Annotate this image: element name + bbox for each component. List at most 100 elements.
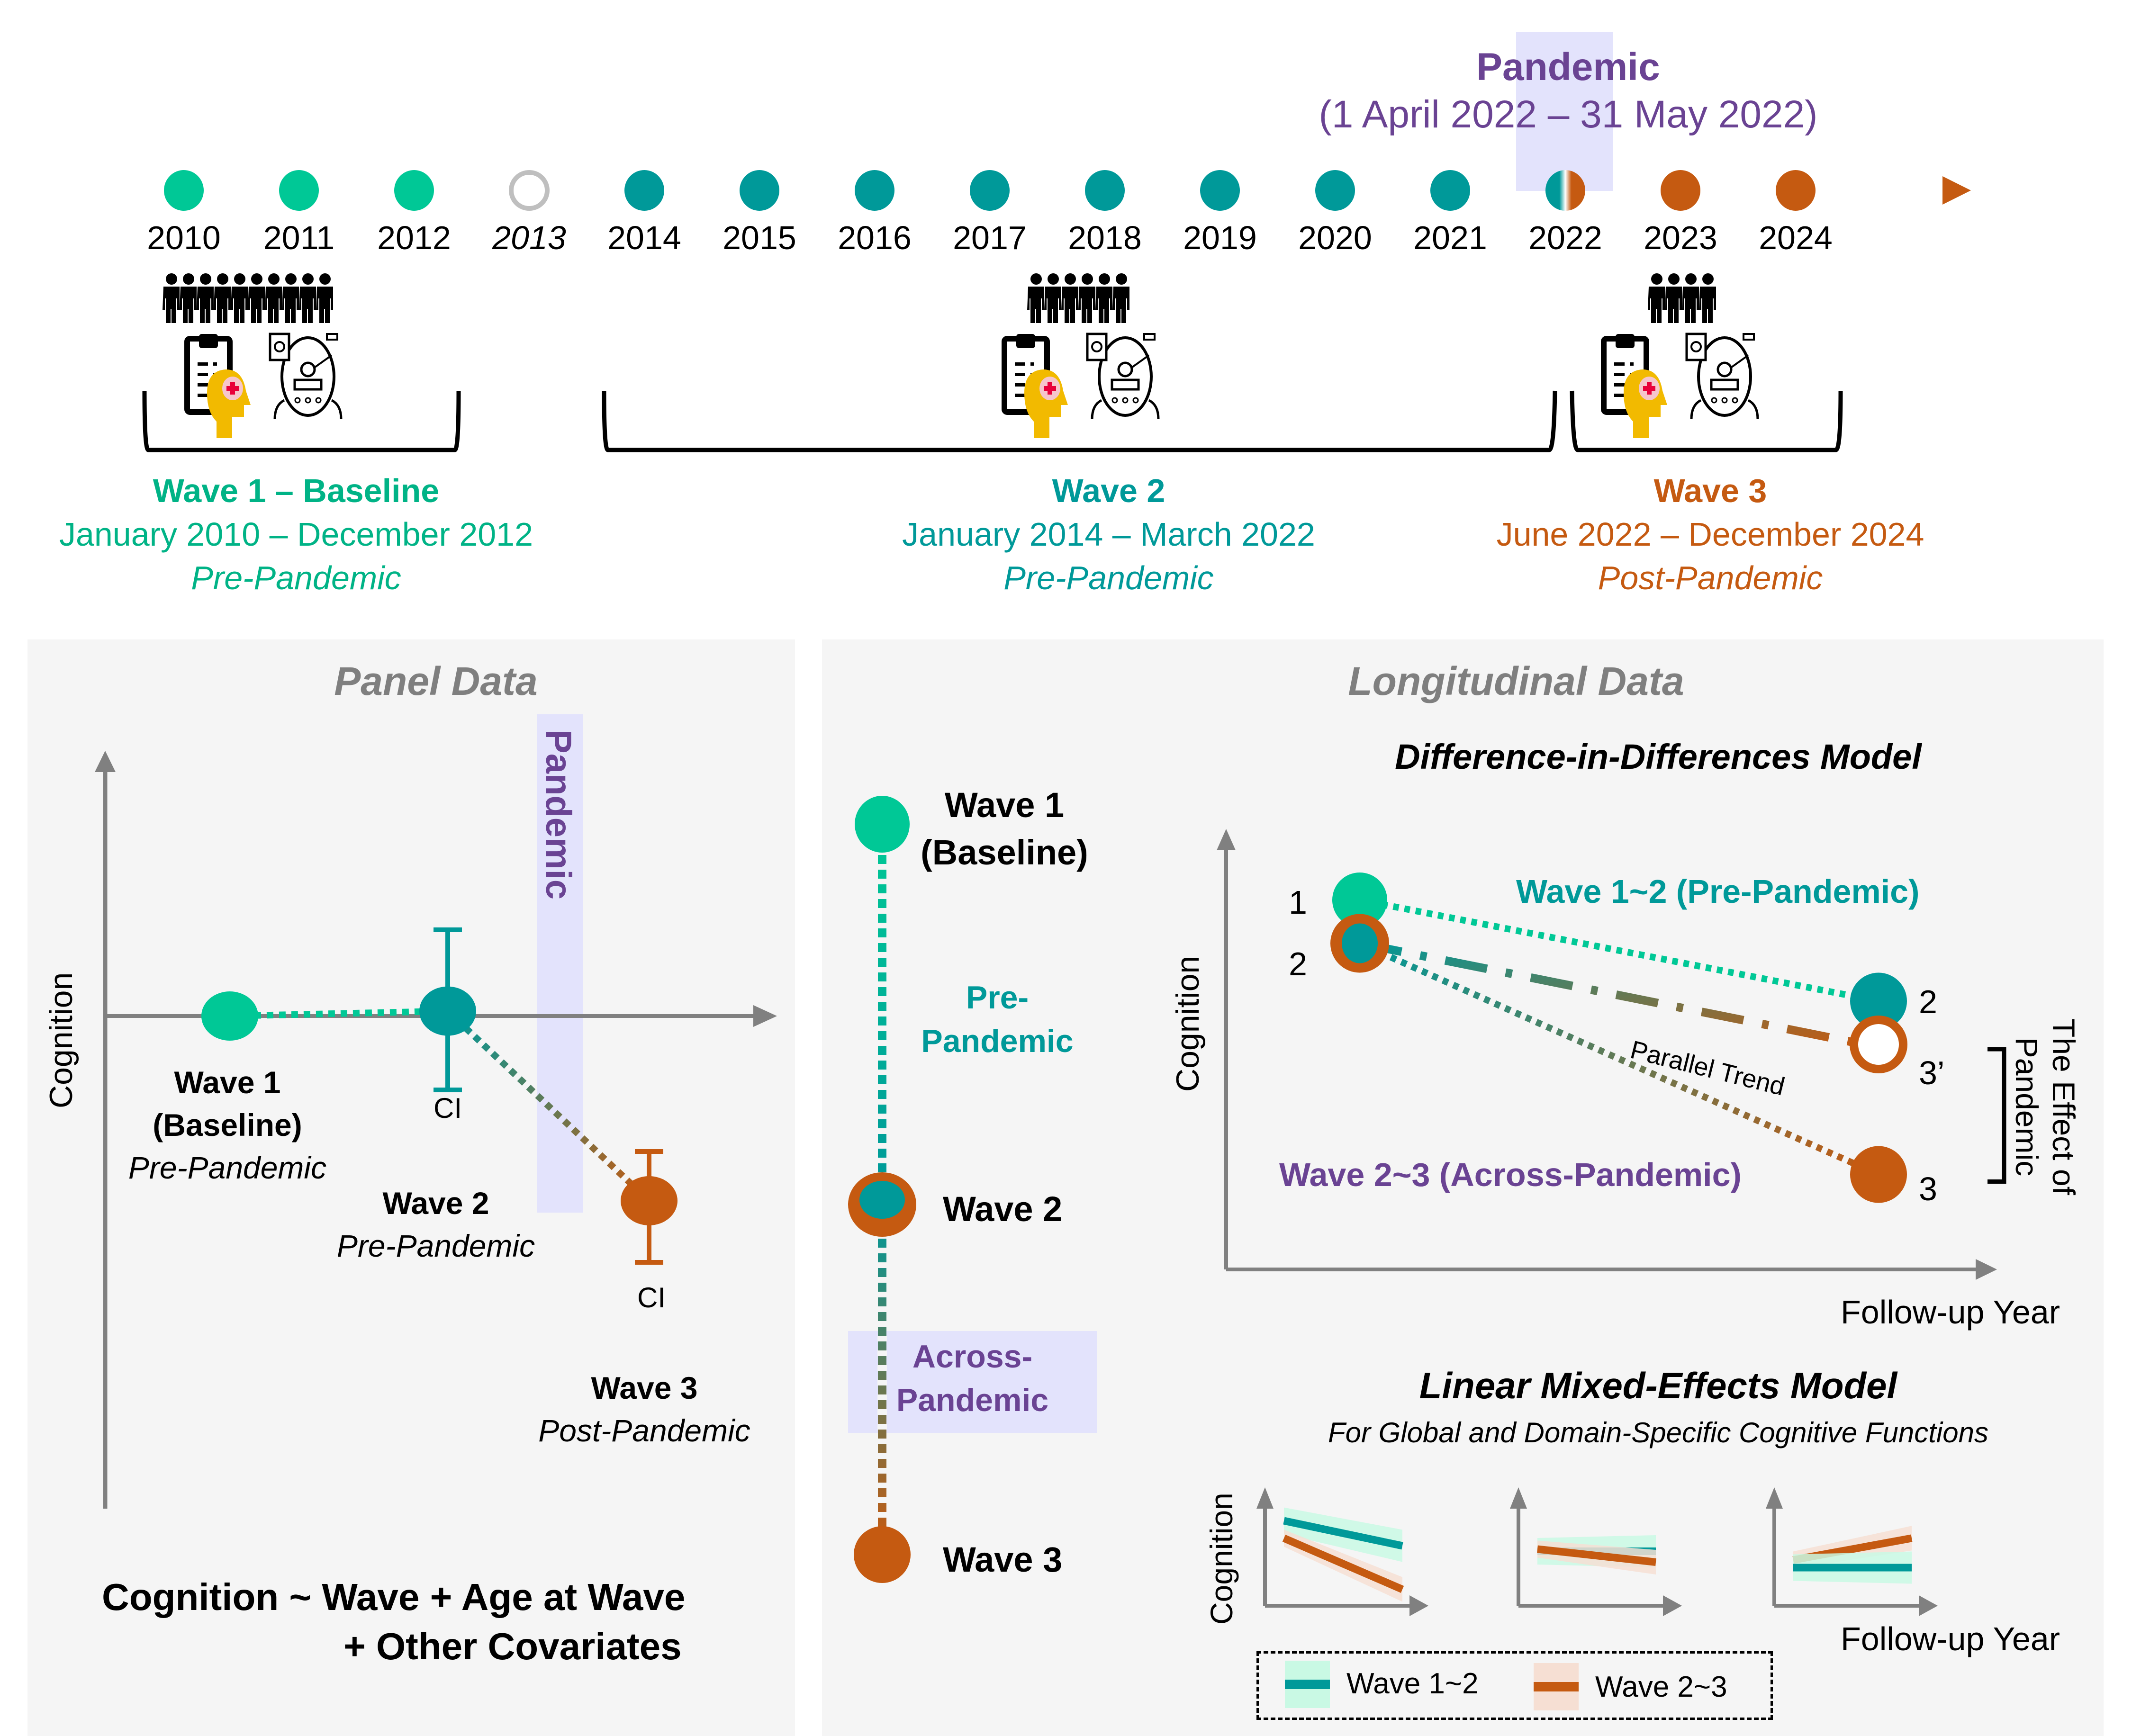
mental-health-head-icon	[1024, 369, 1068, 438]
lme-y-arrowhead-2	[1510, 1487, 1527, 1509]
longitudinal-title: Longitudinal Data	[1348, 659, 1684, 703]
mri-shoulders	[1690, 399, 1759, 420]
clipboard-line	[1614, 394, 1625, 397]
mri-scan-icon	[269, 333, 343, 420]
clipboard-clip	[1016, 334, 1035, 348]
flow-wave3-label: Wave 3	[943, 1540, 1063, 1579]
panel-wave3-period: Post-Pandemic	[538, 1413, 750, 1448]
wave3-bracket	[1570, 390, 1843, 452]
lme-x-label: Follow-up Year	[1841, 1620, 2060, 1657]
people-icon-body	[316, 287, 333, 323]
year-marker-2024	[1776, 170, 1816, 211]
mental-health-head-icon	[207, 369, 251, 438]
people-icon-head	[1685, 273, 1697, 285]
flow-node-wave1	[855, 796, 910, 853]
formula-line1: Cognition ~ Wave + Age at Wave	[102, 1576, 686, 1618]
year-label-2014: 2014	[607, 219, 681, 256]
year-label-2023: 2023	[1644, 219, 1717, 256]
lme-y-arrowhead-3	[1766, 1487, 1783, 1509]
did-point-3prime	[1850, 1016, 1907, 1073]
people-icon-body	[163, 287, 180, 323]
flow-node-wave3	[854, 1526, 911, 1583]
people-icon-body	[1648, 287, 1665, 323]
people-icon-body	[299, 287, 316, 323]
did-left-label-2: 2	[1289, 945, 1307, 982]
clipboard-line	[198, 383, 208, 387]
wave1-title: Wave 1 – Baseline	[153, 472, 440, 509]
mri-panel	[1743, 333, 1755, 341]
lme-x-arrowhead-2	[1663, 1595, 1682, 1616]
cross-h	[1643, 386, 1655, 391]
panel-point-wave3	[621, 1176, 678, 1225]
did-title: Difference-in-Differences Model	[1395, 737, 1922, 776]
clipboard-dot	[213, 362, 217, 366]
did-point-1	[1332, 872, 1387, 927]
timeline-arrowhead	[1942, 176, 1971, 205]
year-marker-2022	[1545, 170, 1585, 211]
year-marker-2023	[1661, 170, 1700, 211]
mri-knob	[1111, 397, 1118, 404]
panel-wave1-name: Wave 1	[174, 1065, 281, 1100]
mri-panel	[326, 333, 338, 341]
formula-line2: + Other Covariates	[343, 1625, 682, 1667]
did-right-label-3prime: 3’	[1919, 1054, 1945, 1091]
wave3-caption: Wave 3 June 2022 – December 2024 Post-Pa…	[1426, 469, 1995, 600]
mri-table	[293, 378, 323, 391]
clipboard-clip	[1616, 334, 1635, 348]
mri-shoulders	[273, 399, 343, 420]
panel-data-title: Panel Data	[334, 659, 538, 703]
clipboard-dot	[1030, 362, 1034, 366]
lme-title: Linear Mixed-Effects Model	[1419, 1365, 1897, 1406]
people-icon-body	[1699, 287, 1716, 323]
people-icon-head	[1099, 273, 1110, 285]
clipboard-line	[198, 362, 208, 366]
mri-arm	[1131, 354, 1150, 368]
people-icon-body	[248, 287, 265, 323]
clipboard-line	[1015, 373, 1025, 376]
mri-panel	[1143, 333, 1156, 341]
lme-y-label: Cognition	[1204, 1493, 1239, 1625]
people-icon-body	[1078, 287, 1095, 323]
people-icon-head	[166, 273, 177, 285]
panel-wave2-name: Wave 2	[382, 1186, 489, 1221]
people-icon-body	[180, 287, 197, 323]
cross-h	[1044, 386, 1056, 391]
mri-arm	[314, 354, 333, 368]
wave-brackets	[142, 390, 1843, 452]
mri-ring	[1098, 336, 1153, 417]
did-label-w23: Wave 2~3 (Across-Pandemic)	[1279, 1156, 1742, 1193]
flow-wave1-label: Wave 1 (Baseline)	[910, 782, 1099, 876]
year-label-2013: 2013	[492, 219, 566, 256]
flow-across-line1: Across-	[912, 1339, 1033, 1375]
panel-wave3-label: Wave 3 Post-Pandemic	[502, 1367, 786, 1452]
mri-arm	[1731, 354, 1749, 368]
people-icon-head	[1668, 273, 1680, 285]
year-marker-2017	[970, 170, 1010, 211]
people-icon-head	[217, 273, 228, 285]
people-icon-body	[282, 287, 299, 323]
did-effect-bracket	[1987, 1047, 2006, 1184]
year-marker-2020	[1315, 170, 1355, 211]
panel-wave1-sub: (Baseline)	[153, 1107, 302, 1142]
mri-person-head	[1716, 361, 1733, 378]
mri-person-head	[300, 361, 316, 378]
clipboard-clip	[199, 334, 218, 348]
wave3-title: Wave 3	[1653, 472, 1767, 509]
mri-screen	[1685, 333, 1707, 361]
year-label-2020: 2020	[1298, 219, 1372, 256]
panel-wave1-period: Pre-Pandemic	[128, 1150, 327, 1185]
people-icon-head	[183, 273, 194, 285]
legend-swatch-wave23	[1534, 1663, 1579, 1710]
lme-x-arrowhead-1	[1409, 1595, 1428, 1616]
people-icon-body	[197, 287, 214, 323]
clipboard-line	[1015, 383, 1025, 387]
year-label-2018: 2018	[1068, 219, 1142, 256]
timeline	[163, 170, 1971, 438]
mri-scan-icon	[1086, 333, 1160, 420]
wave2-title: Wave 2	[1052, 472, 1165, 509]
panel-wave3-ci-label: CI	[637, 1282, 666, 1313]
panel-segment-w23	[445, 1008, 651, 1204]
